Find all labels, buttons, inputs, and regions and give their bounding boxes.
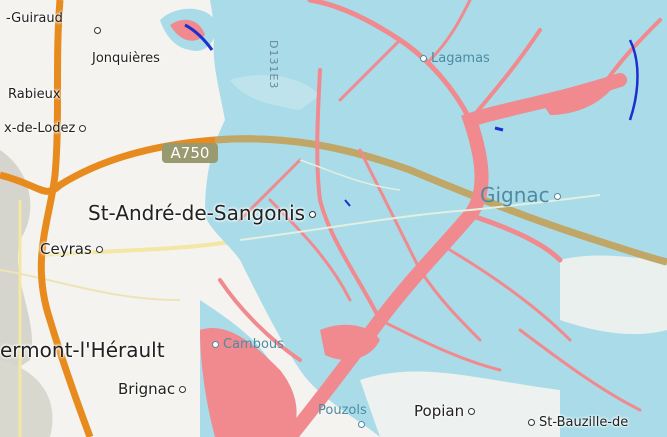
deep-water (628, 39, 639, 121)
town-dot-icon (95, 246, 103, 253)
deep-water (184, 23, 214, 51)
town-dot-icon (358, 421, 365, 428)
river-risk-zone (540, 75, 620, 115)
river-risk-zone (200, 328, 297, 437)
road-label-d131e3: D131E3 (267, 40, 280, 90)
town-dot-icon (553, 193, 561, 200)
dry-area (360, 371, 560, 437)
motorway-a75 (37, 0, 94, 437)
place-label-pouzols: Pouzols (318, 404, 367, 428)
place-label-rabieux: Rabieux (8, 87, 61, 102)
minor-road (0, 269, 181, 301)
place-label-jonquieres: Jonquières (92, 51, 160, 66)
town-dot-icon (179, 386, 187, 393)
place-label-ceyras: Ceyras (40, 242, 103, 257)
motorway-a750-overlay (214, 135, 667, 266)
minor-road (239, 194, 601, 241)
motorway-shield-a750: A750 (162, 143, 218, 163)
river-risk-zone (170, 19, 205, 41)
place-label-gignac: Gignac (480, 185, 561, 205)
relief-shading (0, 150, 33, 380)
deep-water (344, 199, 351, 207)
dry-area (560, 255, 667, 335)
town-dot-icon (79, 125, 87, 132)
place-label-guiraud: -Guiraud (6, 12, 101, 34)
place-label-popian: Popian (414, 404, 476, 419)
place-label-st-andre: St-André-de-Sangonis (88, 203, 317, 223)
place-label-brignac: Brignac (118, 382, 187, 397)
town-dot-icon (309, 211, 317, 218)
town-dot-icon (468, 408, 476, 415)
place-label-lagamas: Lagamas (420, 52, 490, 65)
urban-area (230, 75, 320, 110)
place-label-lodez: x-de-Lodez (4, 122, 87, 135)
river-risk-zone (320, 324, 380, 360)
town-dot-icon (420, 55, 427, 62)
town-dot-icon (528, 419, 535, 426)
place-label-st-bauzille: St-Bauzille-de (528, 416, 628, 429)
town-dot-icon (212, 341, 219, 348)
place-label-cambous: Cambous (212, 338, 284, 351)
minor-road (299, 159, 401, 191)
minor-road (39, 238, 241, 257)
place-label-clermont: ermont-l'Hérault (0, 338, 165, 362)
deep-water (494, 126, 504, 132)
relief-shading (0, 360, 53, 437)
town-dot-icon (94, 27, 101, 34)
